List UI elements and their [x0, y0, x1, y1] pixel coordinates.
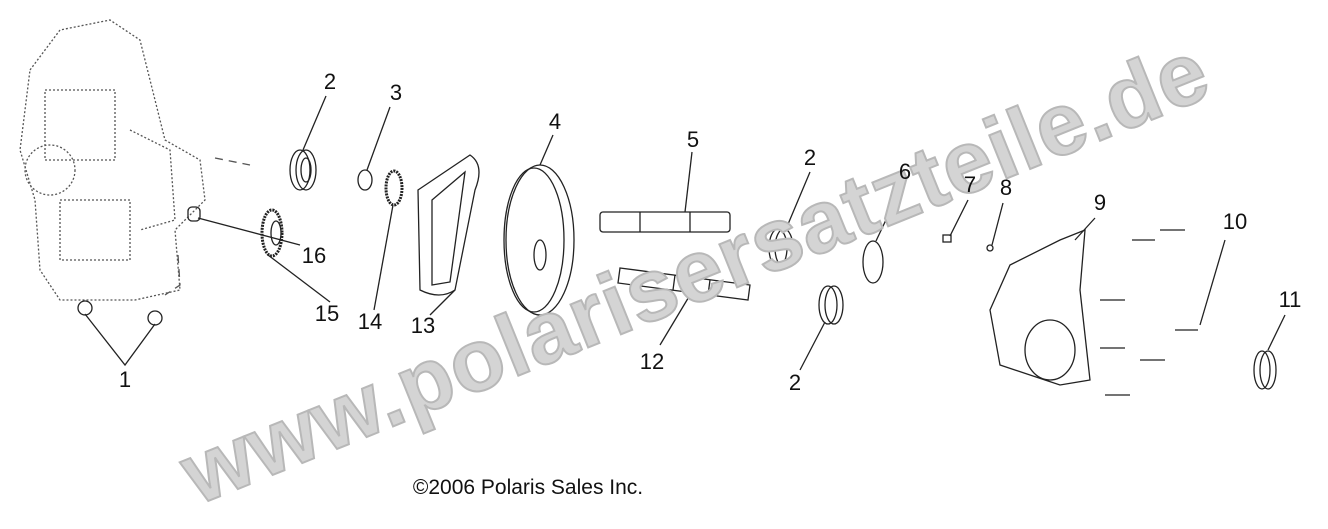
copyright-notice: ©2006 Polaris Sales Inc. — [412, 476, 644, 499]
bearing-part-2-middle — [768, 171, 811, 268]
callout-4: 4 — [548, 109, 562, 134]
gear-part-15 — [260, 208, 331, 303]
seal-part-11 — [1253, 314, 1286, 390]
callout-10: 10 — [1222, 209, 1248, 234]
callout-9: 9 — [1093, 190, 1107, 215]
shaft-part-5 — [599, 151, 731, 233]
bearing-part-2-lower — [799, 285, 844, 371]
callout-2-middle: 2 — [803, 145, 817, 170]
callout-2-lower: 2 — [788, 370, 802, 395]
callout-8: 8 — [999, 175, 1013, 200]
gear-part-14 — [373, 169, 404, 311]
callout-5: 5 — [686, 127, 700, 152]
washer-part-8 — [986, 202, 1004, 252]
callout-6: 6 — [898, 159, 912, 184]
plug-part-7 — [942, 199, 969, 243]
callout-1: 1 — [118, 367, 132, 392]
sprocket-part-4 — [503, 134, 575, 316]
bolts-part-10 — [1100, 229, 1226, 396]
callout-12: 12 — [639, 349, 665, 374]
callout-2: 2 — [323, 69, 337, 94]
transmission-housing — [19, 19, 251, 301]
callout-14: 14 — [357, 309, 383, 334]
shaft-part-12 — [617, 267, 751, 346]
callout-3: 3 — [389, 80, 403, 105]
o-ring-part-6 — [862, 185, 903, 284]
chain-part-13 — [417, 154, 480, 316]
cover-part-9 — [989, 217, 1096, 386]
callout-11: 11 — [1278, 287, 1302, 312]
callout-13: 13 — [410, 313, 436, 338]
bearing-part-2 — [289, 95, 327, 191]
nut-part-1 — [77, 300, 163, 367]
callout-15: 15 — [314, 301, 340, 326]
callout-16: 16 — [301, 243, 327, 268]
washer-part-3 — [357, 106, 391, 191]
callout-7: 7 — [963, 172, 977, 197]
bushing-part-16 — [187, 206, 301, 246]
